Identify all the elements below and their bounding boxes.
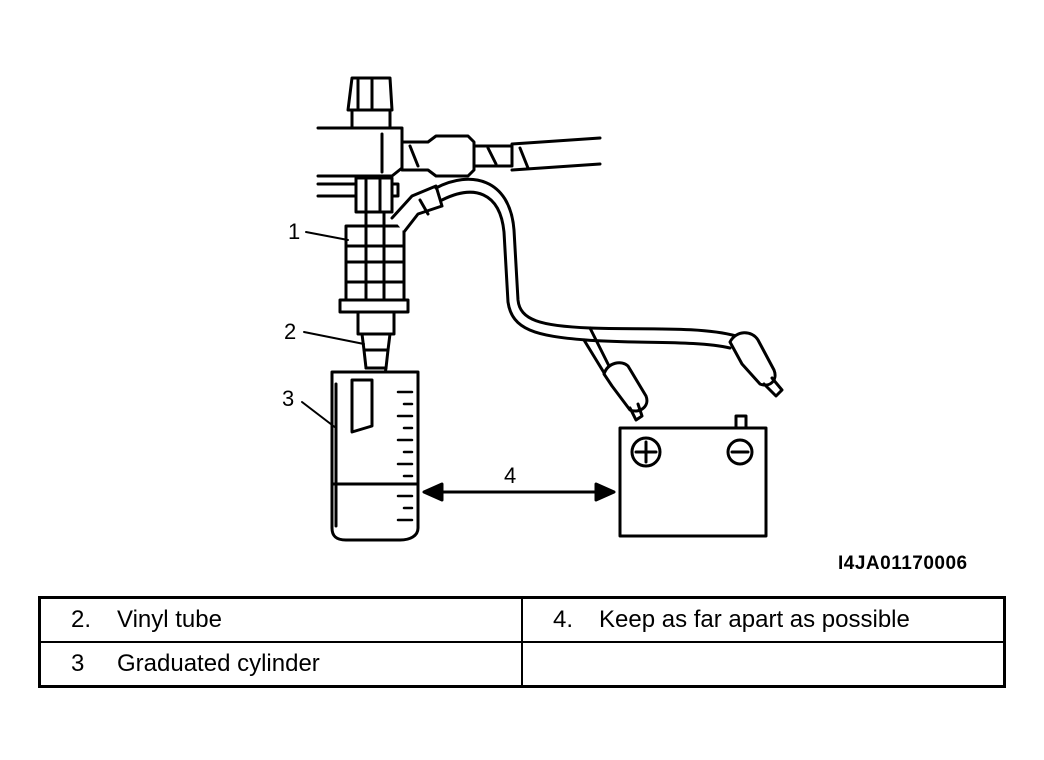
- legend-text: Vinyl tube: [117, 606, 222, 633]
- callout-4: 4: [504, 463, 516, 488]
- negative-clip: [728, 331, 784, 398]
- legend-text: Keep as far apart as possible: [599, 606, 910, 633]
- legend-text: Graduated cylinder: [117, 650, 320, 677]
- legend-row: 3 Graduated cylinder: [38, 641, 1006, 688]
- figure-id: I4JA01170006: [838, 553, 968, 574]
- callout-3: 3: [282, 386, 294, 411]
- wiring-harness: [434, 177, 738, 378]
- cylinder-graduations: [396, 390, 414, 522]
- injector-body: [338, 176, 410, 352]
- graduated-cylinder: [330, 370, 420, 542]
- legend-cell: 4. Keep as far apart as possible: [521, 596, 1006, 643]
- injector-connector: [390, 184, 444, 234]
- legend-cell: 2. Vinyl tube: [38, 596, 523, 643]
- injector-test-diagram: 1 2 3 4: [282, 76, 784, 542]
- positive-clip: [602, 361, 649, 422]
- callout-1: 1: [288, 219, 300, 244]
- leader-lines: [301, 231, 365, 429]
- distance-arrow: [422, 482, 616, 502]
- legend-table: 2. Vinyl tube 4. Keep as far apart as poss…: [38, 596, 1006, 688]
- fuel-hose: [400, 134, 602, 178]
- legend-number: 3: [71, 650, 85, 677]
- legend-number: 4.: [553, 606, 574, 633]
- legend-number: 2.: [71, 606, 92, 633]
- battery: [618, 414, 768, 538]
- legend-cell: 3 Graduated cylinder: [38, 641, 523, 688]
- top-hex-nut: [346, 76, 394, 130]
- legend-cell: [521, 641, 1006, 688]
- legend-row: 2. Vinyl tube 4. Keep as far apart as poss…: [38, 596, 1006, 643]
- callout-2: 2: [284, 319, 296, 344]
